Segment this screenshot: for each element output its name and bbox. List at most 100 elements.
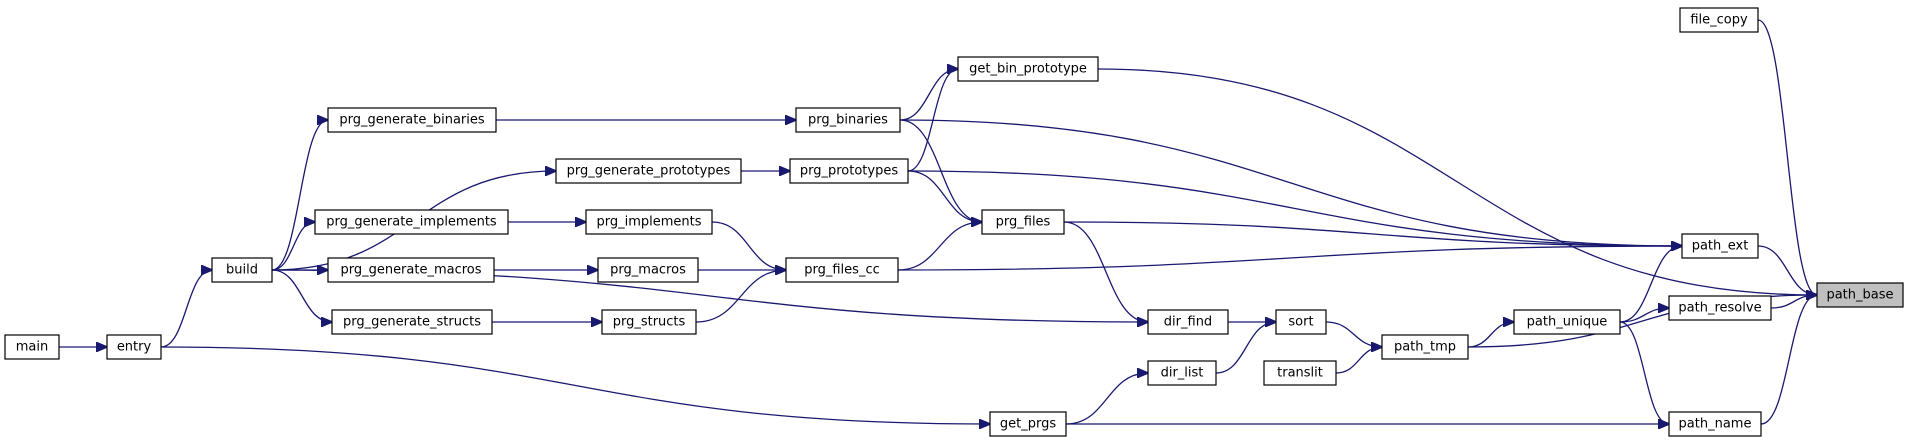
node-box-build: [211, 257, 273, 283]
node-label-prg_files: prg_files: [996, 215, 1051, 230]
node-get_prgs[interactable]: get_prgs: [989, 411, 1067, 437]
node-path_tmp[interactable]: path_tmp: [1381, 334, 1469, 360]
node-file_copy[interactable]: file_copy: [1679, 7, 1759, 33]
edge-prg_files_cc-to-path_ext: [897, 246, 1682, 271]
node-prg_binaries[interactable]: prg_binaries: [795, 107, 901, 133]
node-label-prg_generate_implements: prg_generate_implements: [326, 215, 497, 230]
edge-entry-to-get_prgs: [160, 346, 990, 424]
node-box-file_copy: [1679, 7, 1759, 33]
edge-get_bin_prototype-to-path_base: [1097, 68, 1817, 295]
node-label-path_tmp: path_tmp: [1394, 340, 1456, 355]
node-label-get_prgs: get_prgs: [1000, 417, 1056, 432]
node-prg_structs[interactable]: prg_structs: [601, 309, 697, 335]
node-label-prg_macros: prg_macros: [610, 263, 686, 278]
node-label-prg_files_cc: prg_files_cc: [804, 263, 880, 278]
node-box-entry: [106, 334, 162, 360]
node-label-translit: translit: [1277, 366, 1323, 381]
node-label-entry: entry: [117, 340, 152, 355]
node-label-prg_generate_prototypes: prg_generate_prototypes: [567, 164, 731, 179]
node-box-path_resolve: [1668, 295, 1772, 321]
node-box-prg_files_cc: [785, 257, 899, 283]
node-box-prg_macros: [597, 257, 699, 283]
node-prg_generate_implements[interactable]: prg_generate_implements: [314, 209, 509, 235]
node-dir_find[interactable]: dir_find: [1147, 309, 1229, 335]
node-path_ext[interactable]: path_ext: [1681, 233, 1759, 259]
node-label-path_name: path_name: [1679, 417, 1752, 432]
edge-prg_implements-to-prg_files_cc: [711, 221, 786, 270]
node-main[interactable]: main: [4, 334, 60, 360]
node-box-get_prgs: [989, 411, 1067, 437]
node-box-prg_generate_binaries: [327, 107, 497, 133]
edge-file_copy-to-path_base: [1757, 19, 1817, 295]
node-label-build: build: [226, 263, 258, 278]
node-prg_generate_prototypes[interactable]: prg_generate_prototypes: [555, 158, 742, 184]
edge-path_unique-to-path_name: [1619, 321, 1669, 424]
edge-prg_binaries-to-get_bin_prototype: [899, 69, 958, 121]
node-label-main: main: [16, 340, 48, 355]
node-label-prg_structs: prg_structs: [613, 315, 686, 330]
node-label-dir_find: dir_find: [1164, 315, 1212, 330]
edge-sort-to-path_tmp: [1325, 321, 1382, 347]
node-box-prg_binaries: [795, 107, 901, 133]
node-box-prg_files: [981, 209, 1065, 235]
node-box-dir_list: [1147, 360, 1217, 386]
node-box-dir_find: [1147, 309, 1229, 335]
node-box-prg_implements: [585, 209, 713, 235]
node-prg_implements[interactable]: prg_implements: [585, 209, 713, 235]
node-label-prg_implements: prg_implements: [596, 215, 701, 230]
node-label-file_copy: file_copy: [1690, 13, 1748, 28]
nodes: path_base file_copy get_bin_prototype prg_g…: [4, 7, 1904, 437]
edge-prg_prototypes-to-prg_files: [907, 170, 982, 222]
node-sort[interactable]: sort: [1275, 309, 1327, 335]
edge-path_ext-to-path_base: [1757, 245, 1817, 295]
node-label-prg_binaries: prg_binaries: [808, 113, 888, 128]
node-prg_generate_binaries[interactable]: prg_generate_binaries: [327, 107, 497, 133]
node-label-prg_generate_structs: prg_generate_structs: [343, 315, 481, 330]
node-box-prg_generate_prototypes: [555, 158, 742, 184]
edge-prg_files_cc-to-prg_files: [897, 222, 982, 271]
node-box-path_base: [1816, 282, 1904, 308]
edge-path_resolve-to-path_base: [1770, 295, 1817, 309]
node-prg_macros[interactable]: prg_macros: [597, 257, 699, 283]
edge-prg_prototypes-to-path_ext: [907, 170, 1682, 246]
node-box-prg_generate_structs: [331, 309, 493, 335]
node-box-prg_generate_implements: [314, 209, 509, 235]
edge-get_prgs-to-dir_list: [1065, 373, 1148, 425]
node-label-prg_prototypes: prg_prototypes: [800, 164, 898, 179]
edge-path_unique-to-path_ext: [1619, 246, 1682, 323]
node-label-get_bin_prototype: get_bin_prototype: [969, 62, 1087, 77]
node-label-path_unique: path_unique: [1527, 315, 1608, 330]
node-box-prg_prototypes: [789, 158, 909, 184]
node-box-path_ext: [1681, 233, 1759, 259]
node-entry[interactable]: entry: [106, 334, 162, 360]
edge-translit-to-path_tmp: [1335, 347, 1382, 374]
node-label-dir_list: dir_list: [1161, 366, 1204, 381]
node-box-path_unique: [1513, 309, 1621, 335]
node-box-path_name: [1668, 411, 1762, 437]
node-path_resolve[interactable]: path_resolve: [1668, 295, 1772, 321]
node-box-main: [4, 334, 60, 360]
node-get_bin_prototype[interactable]: get_bin_prototype: [957, 56, 1099, 82]
node-box-prg_generate_macros: [327, 257, 495, 283]
node-box-path_tmp: [1381, 334, 1469, 360]
edge-prg_files-to-path_ext: [1063, 221, 1682, 246]
node-translit[interactable]: translit: [1263, 360, 1337, 386]
node-path_unique[interactable]: path_unique: [1513, 309, 1621, 335]
node-build[interactable]: build: [211, 257, 273, 283]
node-label-path_resolve: path_resolve: [1678, 301, 1761, 316]
node-prg_generate_macros[interactable]: prg_generate_macros: [327, 257, 495, 283]
node-box-prg_structs: [601, 309, 697, 335]
node-prg_prototypes[interactable]: prg_prototypes: [789, 158, 909, 184]
edge-entry-to-build: [160, 270, 212, 348]
edge-build-to-prg_generate_binaries: [271, 120, 328, 271]
node-label-path_base: path_base: [1826, 288, 1893, 303]
node-prg_files_cc[interactable]: prg_files_cc: [785, 257, 899, 283]
node-label-prg_generate_macros: prg_generate_macros: [340, 263, 481, 278]
node-prg_generate_structs[interactable]: prg_generate_structs: [331, 309, 493, 335]
node-box-translit: [1263, 360, 1337, 386]
node-path_name[interactable]: path_name: [1668, 411, 1762, 437]
node-prg_files[interactable]: prg_files: [981, 209, 1065, 235]
node-path_base[interactable]: path_base: [1816, 282, 1904, 308]
node-dir_list[interactable]: dir_list: [1147, 360, 1217, 386]
edge-prg_files-to-dir_find: [1063, 221, 1148, 322]
